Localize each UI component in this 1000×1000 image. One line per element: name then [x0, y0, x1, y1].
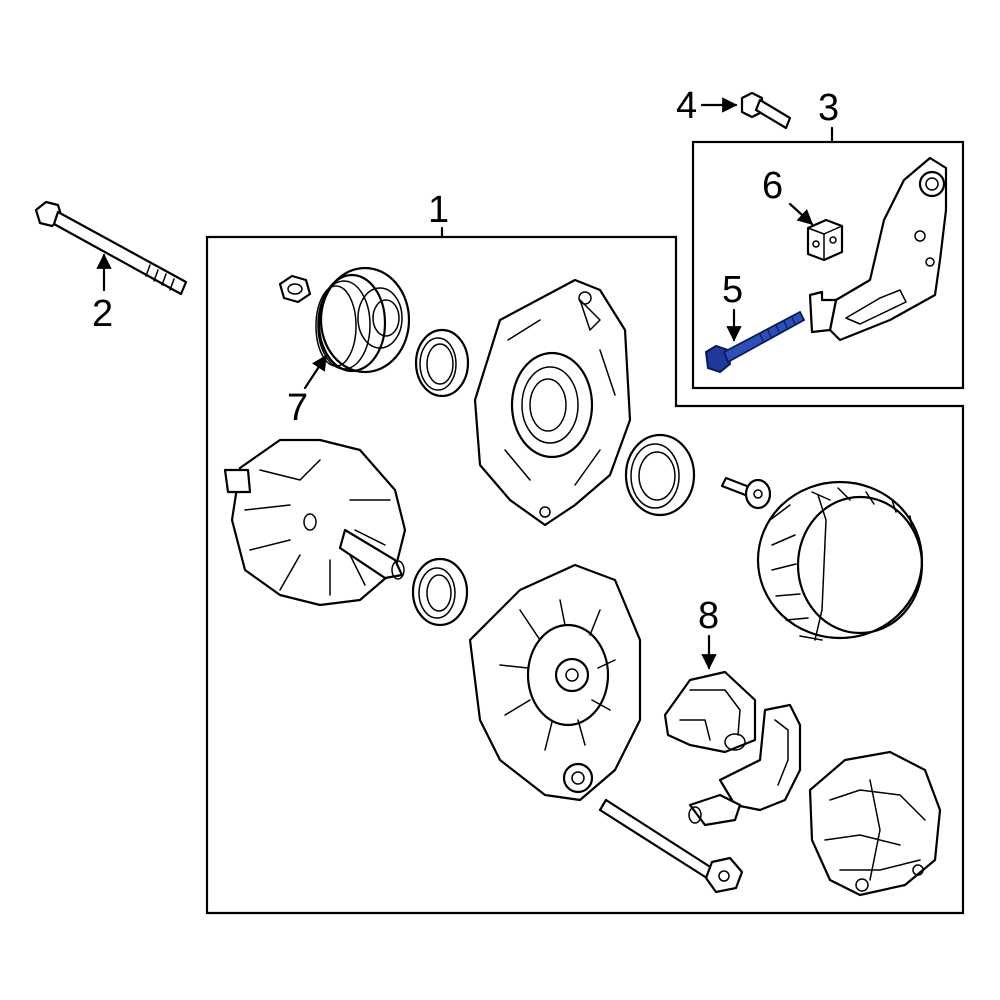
through-bolt-part-2[interactable]: [34, 200, 188, 296]
alternator-assembly-box: [205, 235, 965, 915]
callout-6[interactable]: 6: [762, 165, 783, 207]
callout-7[interactable]: 7: [287, 387, 308, 429]
callout-8[interactable]: 8: [698, 595, 719, 637]
callout-3[interactable]: 3: [818, 87, 839, 129]
callout-5[interactable]: 5: [722, 269, 743, 311]
drive-end-housing[interactable]: [473, 278, 632, 527]
callout-4[interactable]: 4: [676, 85, 697, 127]
bracket-assembly-box: [691, 140, 965, 390]
rotor[interactable]: [223, 438, 407, 607]
pulley-part-7[interactable]: [315, 266, 411, 374]
bolt-part-4[interactable]: [740, 91, 792, 130]
small-screw[interactable]: [720, 476, 772, 510]
callout-1[interactable]: 1: [428, 189, 449, 231]
nut-part-6[interactable]: [806, 218, 844, 262]
mounting-bracket[interactable]: [808, 156, 948, 342]
front-bearing[interactable]: [414, 328, 470, 398]
rotor-bearing[interactable]: [411, 557, 469, 627]
slip-ring-end-housing[interactable]: [468, 563, 642, 802]
callout-2[interactable]: 2: [92, 293, 113, 335]
stator[interactable]: [756, 480, 924, 641]
pulley-nut[interactable]: [278, 274, 312, 304]
rear-cover[interactable]: [808, 750, 942, 897]
regulator-part-8[interactable]: [663, 670, 802, 827]
bolt-part-5-highlighted[interactable]: [704, 310, 806, 374]
rear-bearing[interactable]: [624, 433, 696, 517]
housing-through-bolt[interactable]: [598, 798, 744, 894]
